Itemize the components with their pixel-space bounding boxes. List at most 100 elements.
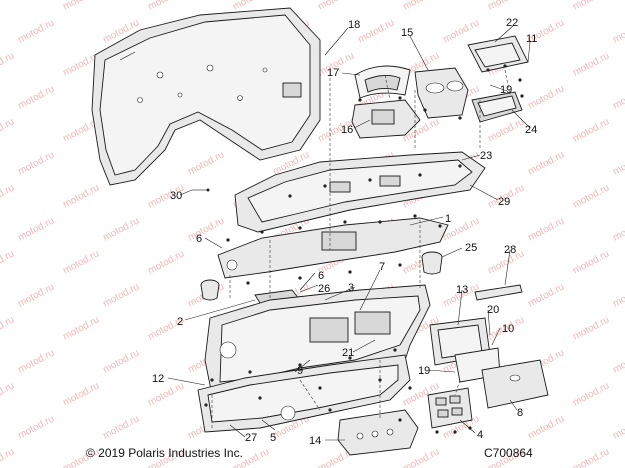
watermark-text: motod.ru [0, 248, 16, 276]
fastener-dot [398, 418, 402, 422]
watermark-text: motod.ru [101, 215, 141, 243]
watermark-text: motod.ru [16, 347, 56, 375]
watermark-text: motod.ru [526, 149, 566, 177]
watermark-text: motod.ru [101, 413, 141, 441]
callout-18: 18 [348, 19, 360, 31]
watermark-text: motod.ru [0, 50, 16, 78]
watermark-text: motod.ru [611, 347, 625, 375]
callout-13: 13 [456, 284, 468, 296]
watermark-text: motod.ru [61, 248, 101, 276]
fastener-dot [348, 356, 352, 360]
watermark-text: motod.ru [526, 215, 566, 243]
callout-17: 17 [327, 67, 339, 79]
copyright-text: © 2019 Polaris Industries Inc. [86, 446, 243, 460]
watermark-text: motod.ru [611, 83, 625, 111]
watermark-text: motod.ru [356, 17, 396, 45]
fastener-dot [398, 263, 402, 267]
fastener-dot [453, 430, 457, 434]
fastener-dot [458, 164, 462, 168]
callout-22: 22 [506, 17, 518, 29]
watermark-text: motod.ru [571, 446, 611, 468]
watermark-text: motod.ru [186, 215, 226, 243]
callout-19a: 19 [500, 84, 512, 96]
part-14-skid-plate [337, 409, 419, 456]
fastener-dot [260, 230, 264, 234]
fastener-dot [323, 184, 327, 188]
fastener-dot [226, 238, 230, 242]
watermark-text: motod.ru [61, 380, 101, 408]
part-27-lower-panel [197, 354, 411, 433]
part-28-trim-strip [474, 284, 523, 301]
watermark-text: motod.ru [101, 347, 141, 375]
part-18-firewall [91, 7, 321, 186]
part-15-cupholder-tray [414, 67, 469, 119]
watermark-text: motod.ru [61, 314, 101, 342]
part-16-gauge-housing [351, 99, 421, 139]
watermark-text: motod.ru [401, 0, 441, 13]
fastener-dot [518, 78, 522, 82]
watermark-text: motod.ru [16, 281, 56, 309]
callout-19b: 19 [418, 365, 430, 377]
callout-10: 10 [502, 323, 514, 335]
watermark-text: motod.ru [571, 0, 611, 13]
watermark-text: motod.ru [0, 314, 16, 342]
callout-27: 27 [245, 432, 257, 444]
fastener-dot [210, 378, 214, 382]
callout-21: 21 [342, 347, 354, 359]
part-1-mid-dash [217, 217, 449, 279]
assembly-guide-lines [211, 69, 511, 430]
callout-leader-lines [167, 25, 531, 441]
callout-11: 11 [526, 33, 537, 45]
fastener-dot [423, 108, 427, 112]
watermark-text: motod.ru [316, 0, 356, 13]
part-30-fastener [192, 188, 210, 192]
watermark-text: motod.ru [61, 0, 101, 13]
watermark-text: motod.ru [611, 413, 625, 441]
watermark-text: motod.ru [611, 215, 625, 243]
watermark-text: motod.ru [16, 149, 56, 177]
fastener-dot [438, 224, 442, 228]
part-24-glove-box-bin [471, 91, 523, 123]
watermark-text: motod.ru [0, 446, 16, 468]
fastener-dot [348, 270, 352, 274]
callout-6b: 6 [318, 270, 324, 282]
watermark-text: motod.ru [146, 0, 186, 13]
fastener-dot [298, 363, 302, 367]
watermark-text: motod.ru [16, 83, 56, 111]
fastener-dot [343, 220, 347, 224]
watermark-text: motod.ru [0, 380, 16, 408]
fastener-dot [408, 386, 412, 390]
fastener-dot [298, 276, 302, 280]
watermark-text: motod.ru [101, 281, 141, 309]
callout-14: 14 [309, 435, 321, 447]
watermark-text: motod.ru [611, 281, 625, 309]
callout-1: 1 [445, 213, 451, 225]
watermark-text: motod.ru [16, 413, 56, 441]
callout-29: 29 [498, 196, 510, 208]
callout-24: 24 [525, 124, 537, 136]
callout-12: 12 [152, 373, 164, 385]
fastener-dot [486, 68, 490, 72]
fastener-dot [378, 378, 382, 382]
callout-28: 28 [504, 244, 516, 256]
watermark-text: motod.ru [61, 182, 101, 210]
fastener-dot [458, 116, 462, 120]
watermark-text: motod.ru [16, 17, 56, 45]
callout-4: 4 [477, 429, 483, 441]
fastener-dot [246, 281, 250, 285]
watermark-text: motod.ru [526, 413, 566, 441]
callout-25: 25 [465, 242, 477, 254]
fastener-dot [318, 386, 322, 390]
watermark-text: motod.ru [571, 380, 611, 408]
watermark-text: motod.ru [486, 116, 526, 144]
part-8-glove-panel [481, 359, 549, 409]
watermark-text: motod.ru [0, 116, 16, 144]
watermark-text: motod.ru [571, 50, 611, 78]
part-29-upper-dash [234, 151, 486, 233]
fastener-dot [328, 408, 332, 412]
fastener-dot [520, 94, 524, 98]
fastener-dot [288, 194, 292, 198]
watermark-text: motod.ru [0, 182, 16, 210]
fastener-dot [398, 96, 402, 100]
